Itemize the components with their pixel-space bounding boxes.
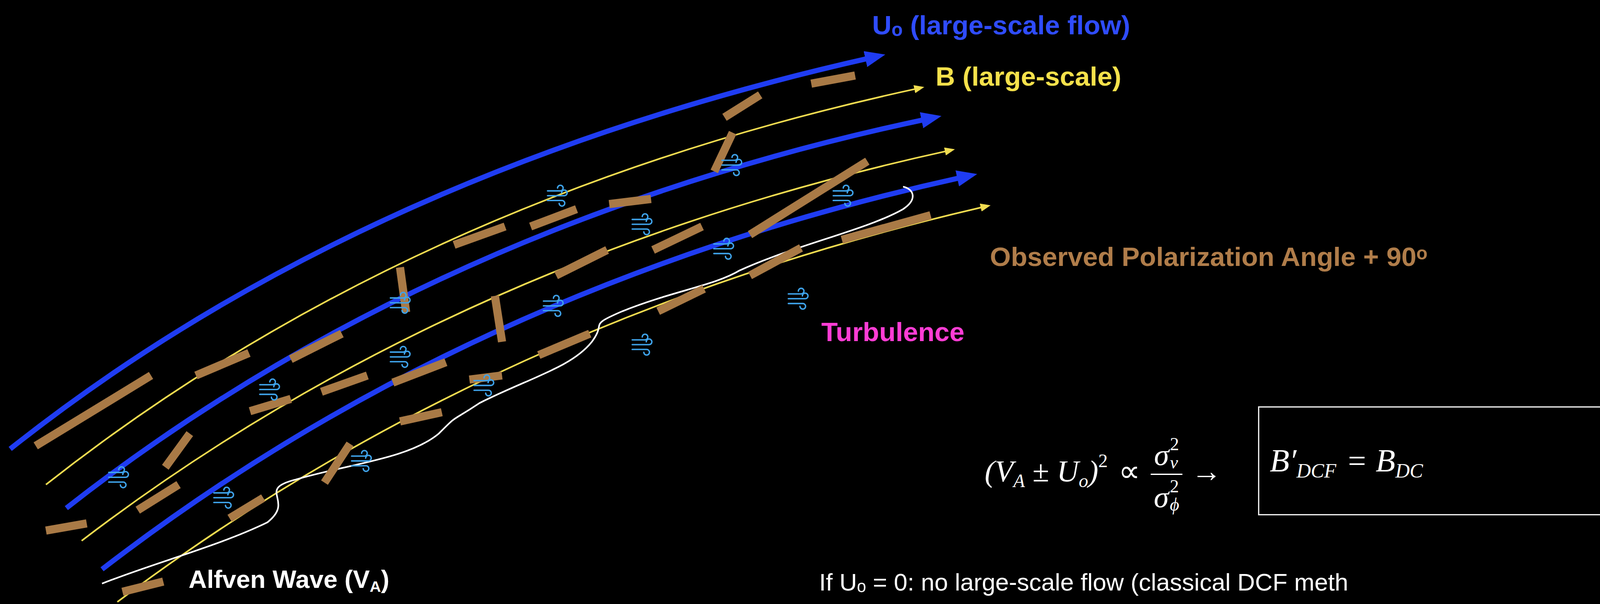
- formula-sub: DCF: [1296, 459, 1337, 482]
- illustration-part: [390, 292, 410, 314]
- polarization-dash: [538, 333, 590, 356]
- illustration-part: [213, 487, 234, 508]
- illustration-part: [474, 375, 494, 396]
- formula-sub: v: [1169, 453, 1179, 472]
- polarization-dash: [841, 215, 931, 240]
- formula-text: σ: [1153, 480, 1169, 514]
- polarization-dash: [494, 295, 502, 342]
- formula-text: ): [1088, 454, 1099, 488]
- formula-text: = B: [1345, 442, 1396, 479]
- formula-sub: DC: [1395, 459, 1424, 482]
- polarization-dash: [249, 398, 291, 412]
- wave-label-sub: A: [369, 577, 382, 596]
- illustration-part: [713, 238, 734, 259]
- polarization-dash: [324, 443, 351, 483]
- wave-label-text: ): [381, 564, 390, 594]
- polarization-dash: [195, 352, 249, 376]
- formula-symbol: →: [1191, 454, 1222, 488]
- illustration-part: [722, 154, 742, 176]
- fraction-part: σ2ϕ: [1150, 477, 1182, 514]
- polarization-dash: [400, 412, 442, 422]
- polarization-dash: [392, 362, 446, 383]
- polarization-dash: [321, 375, 368, 392]
- polarization-dash: [137, 484, 179, 511]
- formula-box: B′DCF = BDC: [1258, 406, 1600, 516]
- polarization-dash: [165, 433, 190, 468]
- turbulence-label: Turbulence: [821, 316, 965, 348]
- polarization-dash: [750, 161, 868, 235]
- flow-label: Uₒ (large-scale flow): [872, 9, 1131, 41]
- formula-sub: ϕ: [1169, 495, 1180, 514]
- formula-sup: 2: [1169, 434, 1179, 454]
- formula-box-text: B′DCF = BDC: [1269, 442, 1424, 479]
- polarization-dash: [530, 209, 577, 227]
- fraction-part: σ2v: [1150, 434, 1182, 472]
- alfven-wave: [102, 186, 913, 584]
- formula-text: B′: [1269, 442, 1297, 479]
- polarization-dash: [35, 375, 151, 446]
- formula-symbol: ∝: [1118, 454, 1141, 488]
- illustration-part: [351, 450, 372, 472]
- turbulence-icons: [108, 154, 853, 508]
- wave-label: Alfven Wave (VA): [188, 564, 390, 596]
- formula-sup: 2: [1098, 450, 1109, 472]
- polarization-dash: [609, 199, 651, 205]
- polarization-dash: [400, 267, 407, 313]
- formula-text: (V: [984, 454, 1014, 488]
- illustration-part: [66, 119, 926, 509]
- illustration-part: [259, 378, 280, 400]
- illustration-part: [117, 207, 983, 603]
- illustration-part: [81, 151, 947, 542]
- note-text: If Uₒ = 0: no large-scale flow (classica…: [819, 568, 1349, 597]
- formula: (VA±Uo)2∝σ2vσ2ϕ→: [984, 406, 1232, 516]
- illustration-part: [108, 466, 129, 488]
- polarization-dashes: [35, 75, 931, 592]
- polarization-dash: [454, 226, 505, 245]
- illustration-part: [547, 185, 568, 206]
- formula-symbol: ±: [1032, 454, 1049, 488]
- flow-lines: [9, 58, 962, 570]
- polarization-dash: [811, 75, 856, 84]
- wave-label-text: Alfven Wave (V: [188, 564, 370, 594]
- illustration-part: [833, 185, 853, 206]
- formula-text: U: [1056, 454, 1079, 488]
- formula-sup: 2: [1169, 477, 1180, 496]
- polarization-dash: [653, 226, 703, 250]
- polarization-label: Observed Polarization Angle + 90ᵒ: [989, 241, 1428, 273]
- formula-text: σ: [1154, 438, 1170, 472]
- polarization-dash: [750, 248, 801, 276]
- fraction: σ2vσ2ϕ: [1150, 434, 1182, 514]
- illustration-part: [632, 213, 652, 235]
- polarization-dash: [658, 288, 705, 312]
- polarization-dash: [46, 523, 87, 531]
- polarization-dash: [556, 249, 608, 276]
- polarization-dash: [122, 581, 164, 592]
- formula-sub: o: [1078, 470, 1089, 492]
- formula-sub: A: [1013, 470, 1026, 492]
- polarization-dash: [290, 333, 342, 360]
- polarization-dash: [724, 94, 761, 118]
- illustration-part: [390, 346, 410, 368]
- illustration-part: [543, 295, 564, 317]
- fraction-bar: [1150, 473, 1182, 475]
- polarization-dash: [229, 497, 263, 519]
- illustration-part: [9, 58, 870, 449]
- illustration-part: [632, 334, 652, 356]
- field-label: B (large-scale): [935, 60, 1122, 92]
- index-stack: 2ϕ: [1169, 477, 1180, 514]
- index-stack: 2v: [1169, 434, 1179, 472]
- illustration-part: [788, 288, 808, 309]
